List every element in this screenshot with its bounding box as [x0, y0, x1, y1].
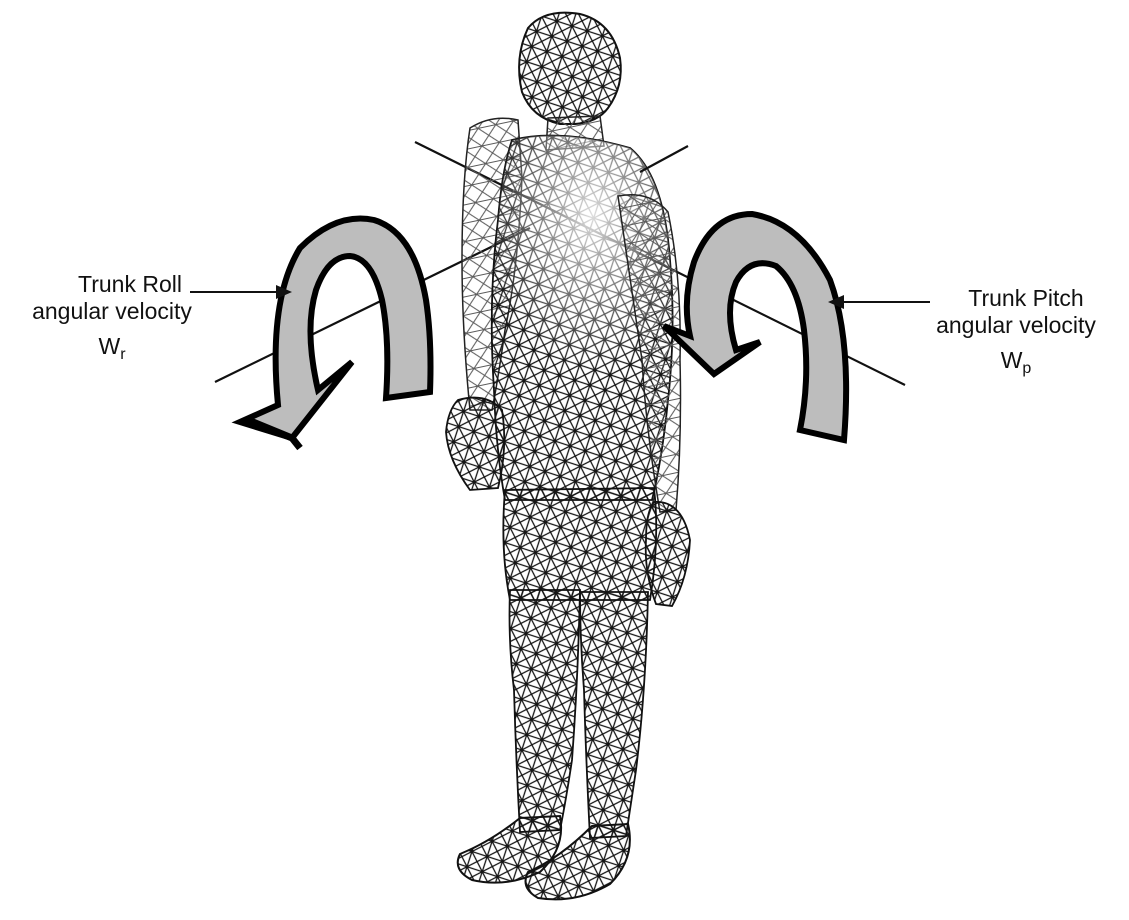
- trunk-pitch-label: Trunk Pitch angular velocity Wp: [908, 285, 1124, 382]
- pelvis-mesh: [503, 488, 656, 600]
- pitch-arrow-icon: [664, 214, 846, 440]
- wireframe-human-body: [446, 13, 690, 900]
- trunk-roll-label: Trunk Roll angular velocity Wr: [6, 271, 218, 368]
- right-leg-mesh: [580, 592, 648, 838]
- trunk-pitch-symbol-subscript: p: [1022, 360, 1031, 377]
- trunk-roll-symbol-subscript: r: [120, 346, 125, 363]
- head-mesh: [519, 13, 621, 124]
- roll-arrow-icon: [240, 219, 431, 448]
- trunk-roll-subtitle: angular velocity: [6, 298, 218, 325]
- trunk-pitch-symbol: Wp: [908, 347, 1124, 382]
- trunk-pitch-title: Trunk Pitch: [908, 285, 1124, 312]
- left-hand-mesh: [446, 398, 504, 490]
- pitch-axis-foreground: [640, 146, 688, 172]
- trunk-roll-title: Trunk Roll: [6, 271, 218, 298]
- trunk-pitch-subtitle: angular velocity: [908, 312, 1124, 339]
- trunk-pitch-symbol-letter: W: [1001, 347, 1023, 373]
- trunk-roll-symbol-letter: W: [98, 333, 120, 359]
- left-leg-mesh: [510, 590, 581, 832]
- trunk-roll-symbol: Wr: [6, 333, 218, 368]
